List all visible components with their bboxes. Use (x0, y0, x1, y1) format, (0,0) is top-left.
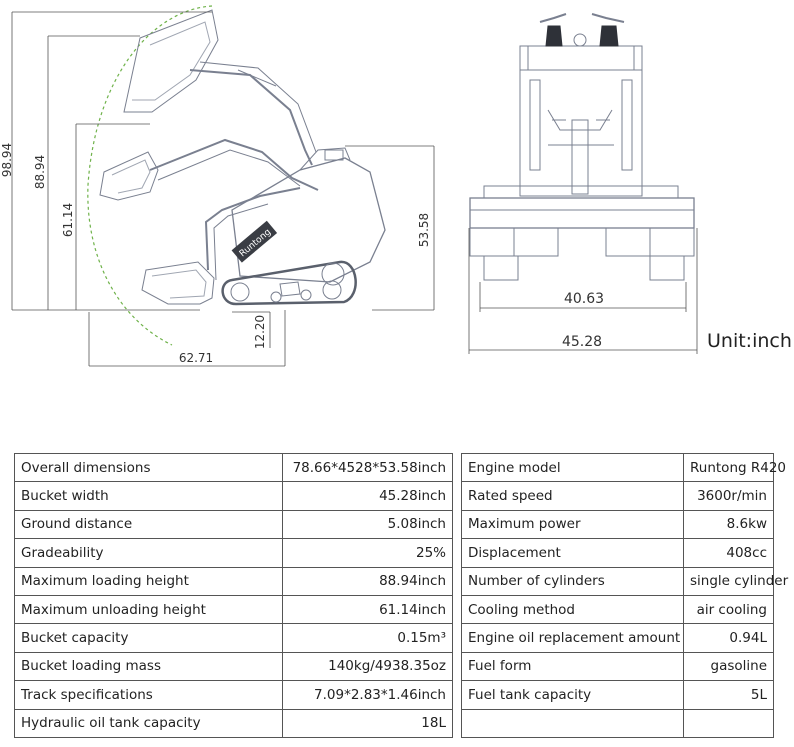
spec-label: Bucket capacity (14, 623, 283, 653)
spec-label: Maximum unloading height (14, 594, 283, 625)
spec-value: air cooling (683, 594, 774, 625)
spec-value: 88.94inch (282, 566, 453, 596)
spec-label: Rated speed (461, 481, 684, 511)
spec-label: Bucket width (14, 481, 283, 511)
spec-label: Engine model (461, 452, 684, 483)
dim-max-loading-height: 88.94 (33, 155, 47, 189)
spec-label (461, 708, 684, 738)
dim-ground-clearance: 12.20 (253, 315, 267, 349)
spec-value: 3600r/min (683, 481, 774, 511)
spec-label: Gradeability (14, 538, 283, 568)
spec-label: Bucket loading mass (14, 651, 283, 682)
spec-value: 7.09*2.83*1.46inch (282, 680, 453, 710)
left-joystick (545, 25, 563, 47)
dim-max-height: 98.94 (0, 143, 14, 177)
spec-label: Maximum power (461, 509, 684, 540)
spec-label: Fuel form (461, 651, 684, 682)
arm-raised (189, 69, 313, 166)
spec-value (683, 708, 774, 738)
spec-value: 140kg/4938.35oz (282, 651, 453, 682)
dim-track-width: 40.63 (564, 291, 604, 307)
front-view-dimension-lines (468, 228, 698, 354)
spec-value: 45.28inch (282, 481, 453, 511)
spec-label: Track specifications (14, 680, 283, 710)
bucket-raised (123, 9, 219, 113)
right-joystick (599, 25, 619, 47)
unit-label: Unit:inch (707, 330, 792, 352)
spec-label: Number of cylinders (461, 566, 684, 596)
spec-value: gasoline (683, 651, 774, 682)
dim-overall-width: 45.28 (562, 334, 602, 350)
spec-label: Hydraulic oil tank capacity (14, 708, 283, 738)
spec-value: 5L (683, 680, 774, 710)
spec-value: 8.6kw (683, 509, 774, 540)
machine-body (231, 157, 386, 283)
arm-lowered (204, 187, 301, 271)
spec-value: 0.15m³ (282, 623, 453, 653)
arm-mid (149, 138, 319, 191)
spec-value: 78.66*4528*53.58inch (282, 452, 453, 483)
spec-value: 25% (282, 538, 453, 568)
spec-label: Cooling method (461, 594, 684, 625)
spec-value: 408cc (683, 538, 774, 568)
spec-label: Overall dimensions (14, 452, 283, 483)
spec-label: Fuel tank capacity (461, 680, 684, 710)
table-row (461, 708, 774, 738)
bucket-swing-arc (87, 5, 213, 346)
side-view-dimension-lines (11, 11, 435, 367)
spec-value: 0.94L (683, 623, 774, 653)
bucket-lowered (141, 261, 215, 305)
dim-machine-height: 53.58 (417, 213, 431, 247)
spec-value: single cylinder (683, 566, 788, 596)
spec-label: Displacement (461, 538, 684, 568)
spec-label: Maximum loading height (14, 566, 283, 596)
spec-label: Ground distance (14, 509, 283, 540)
runtong-decal: Runtong (231, 220, 278, 263)
spec-value: 61.14inch (282, 594, 453, 625)
spec-label: Engine oil replacement amount (461, 623, 684, 653)
front-view-drawing (469, 13, 695, 281)
spec-value: Runtong R420 (683, 452, 786, 483)
dim-max-unloading-height: 61.14 (61, 203, 75, 237)
bucket-mid (99, 151, 159, 201)
dim-reach-length: 62.71 (179, 351, 213, 365)
track (221, 260, 357, 306)
spec-value: 5.08inch (282, 509, 453, 540)
side-view-drawing: Runtong (87, 5, 386, 346)
spec-value: 18L (282, 708, 453, 738)
technical-drawings: Runtong 98.94 88.94 61.14 53.58 12.20 62… (0, 5, 792, 367)
